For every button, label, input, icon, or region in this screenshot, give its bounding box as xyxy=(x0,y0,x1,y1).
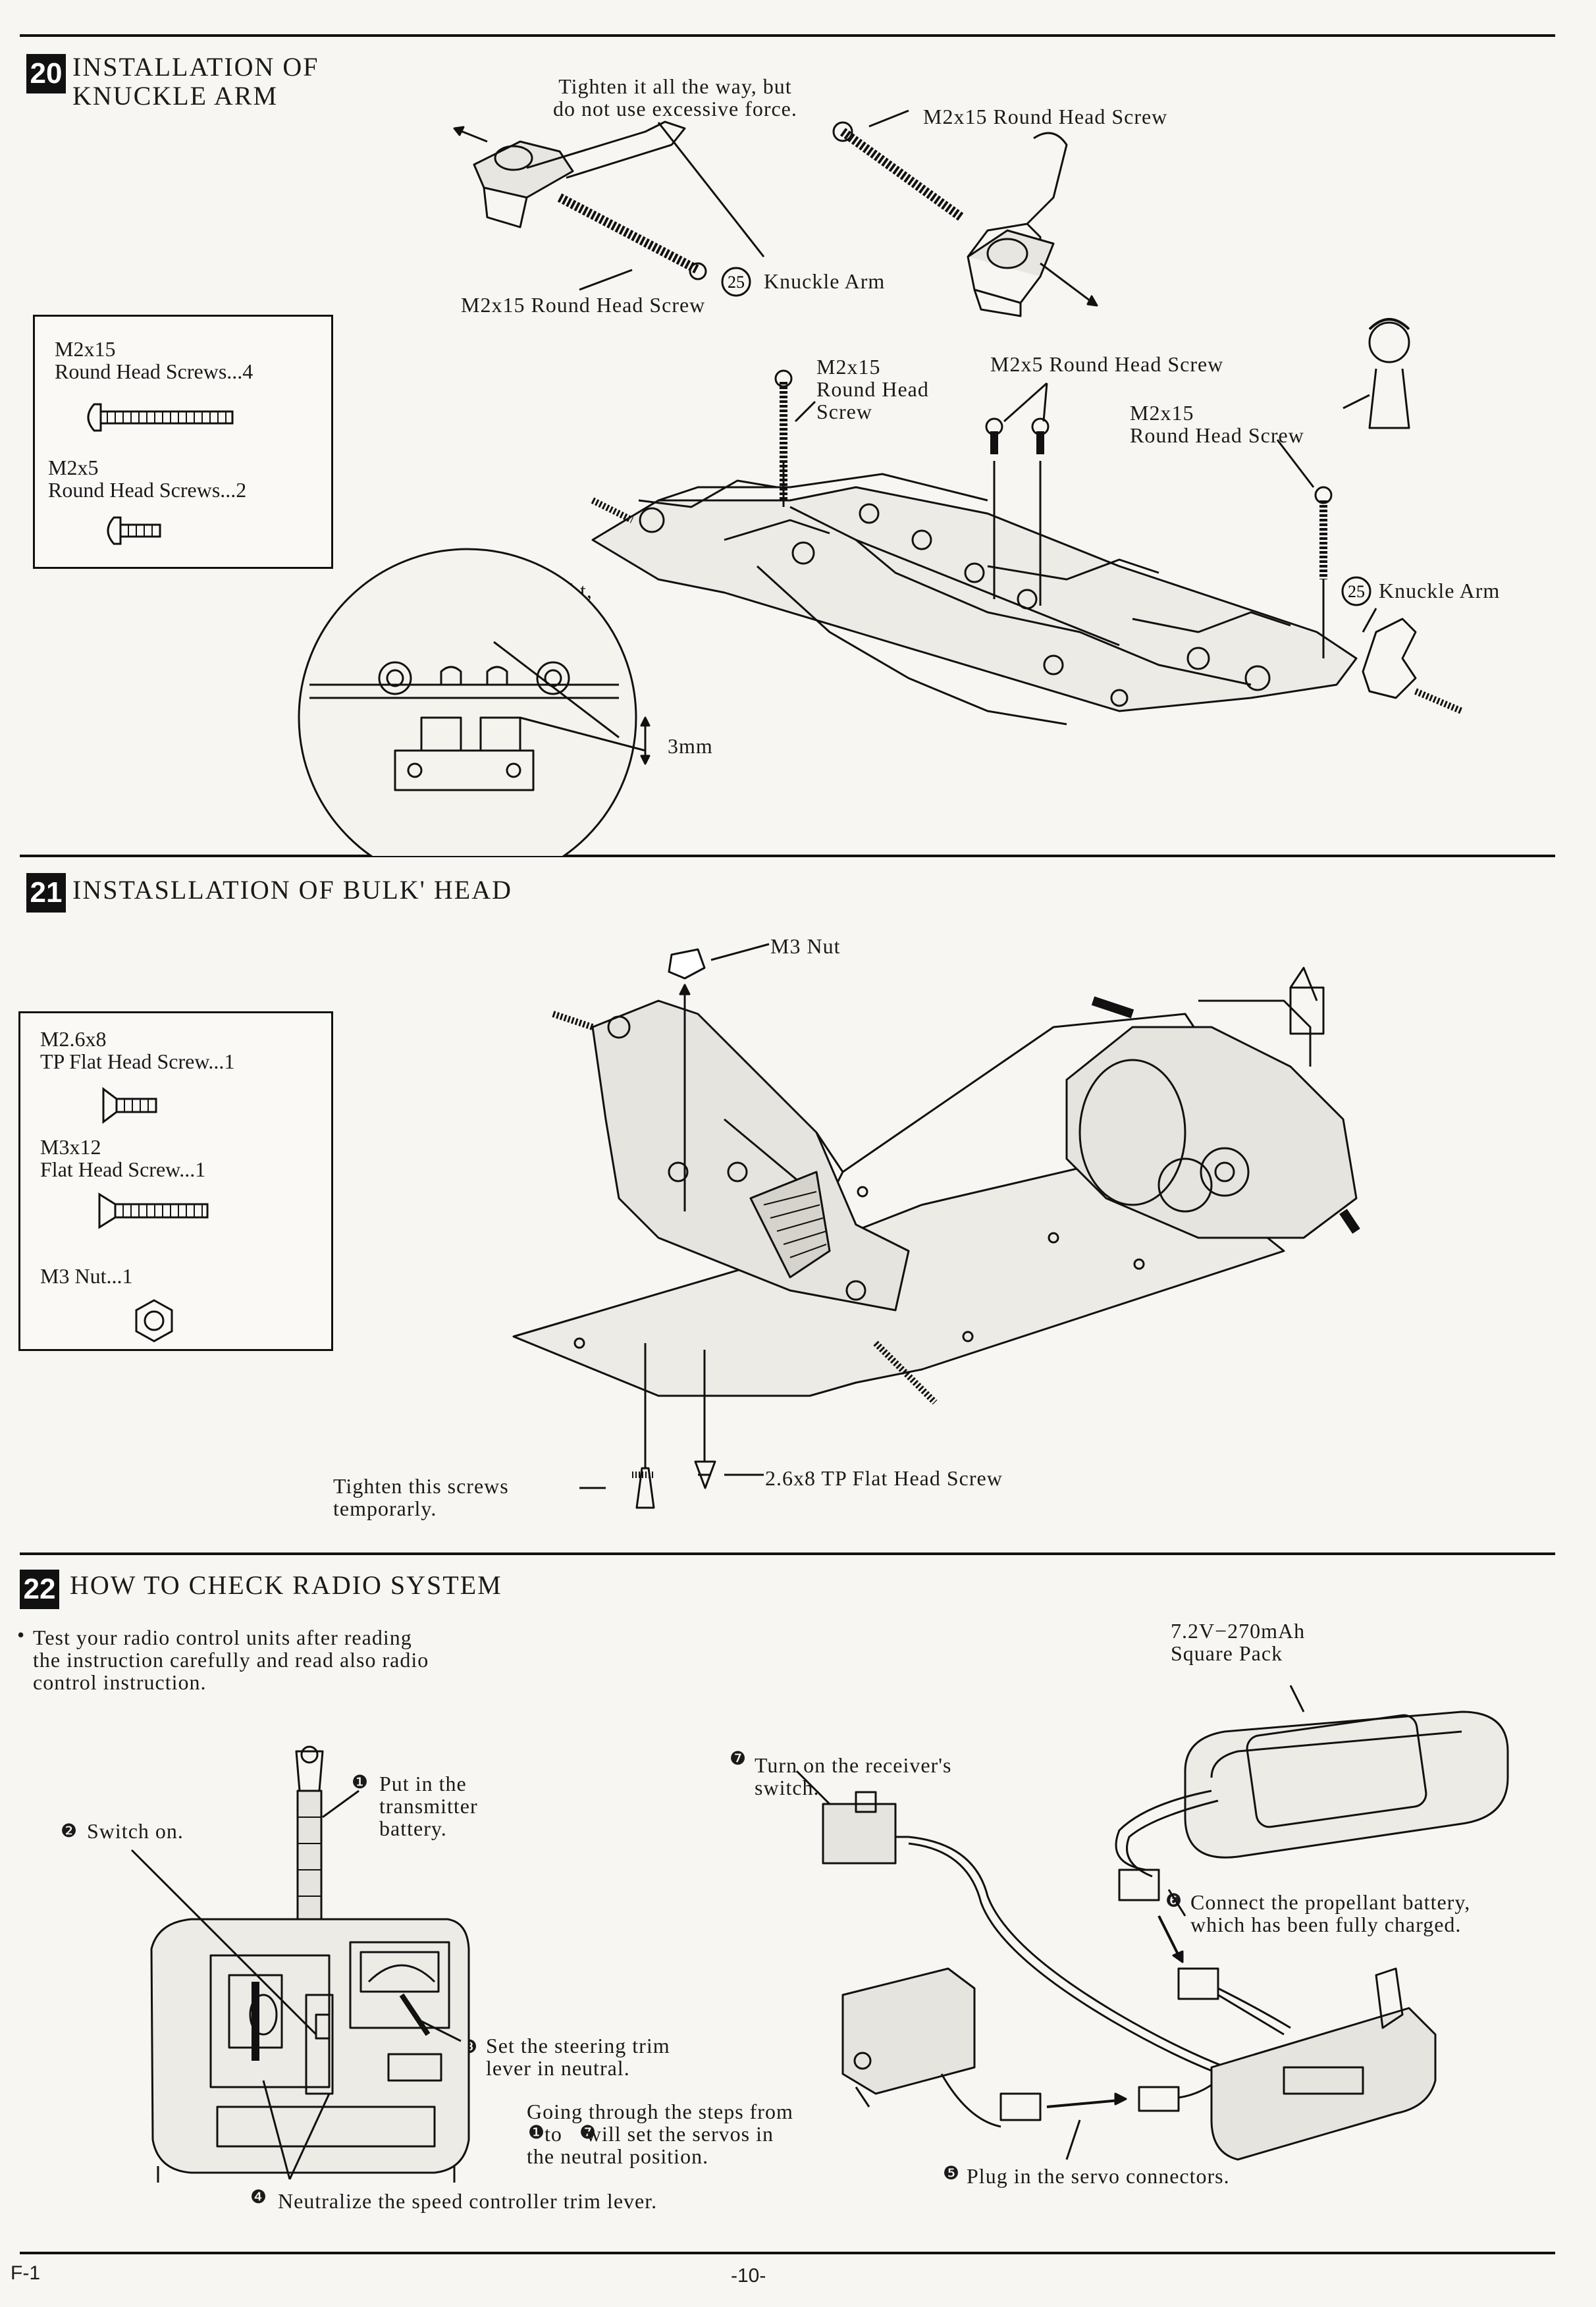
section-22-title: HOW TO CHECK RADIO SYSTEM xyxy=(70,1570,502,1600)
callout-screw-top-right: M2x15 Round Head Screw xyxy=(923,105,1168,128)
going-through-text: Going through the steps from to will set… xyxy=(527,2100,793,2168)
svg-text:25: 25 xyxy=(1348,582,1365,601)
callout-knuckle-right: Knuckle Arm xyxy=(1379,579,1501,602)
step-4-marker: ❹ xyxy=(250,2186,268,2208)
section-20-title: INSTALLATION OF KNUCKLE ARM xyxy=(72,52,319,111)
knuckle-number-25-right: 25 xyxy=(1341,576,1371,606)
screw-long-icon xyxy=(87,403,234,432)
section-21-rule xyxy=(20,855,1555,857)
knuckle-number-25-top: 25 xyxy=(721,267,751,297)
part-m3-nut: M3 Nut...1 xyxy=(40,1264,133,1288)
going-marker-7: ❼ xyxy=(579,2121,597,2143)
footer-left: F-1 xyxy=(11,2262,40,2284)
hex-nut-icon xyxy=(135,1299,173,1342)
callout-m2x15-right: M2x15 Round Head Screw xyxy=(1130,401,1304,447)
step-2-text: Switch on. xyxy=(87,1819,184,1843)
callout-gap-3mm: 3mm xyxy=(668,734,713,758)
step-number-22: 22 xyxy=(20,1570,59,1609)
footer-rule xyxy=(20,2252,1555,2254)
step-3-text: Set the steering trim lever in neutral. xyxy=(486,2034,670,2080)
parts-list-21: M2.6x8 TP Flat Head Screw...1 M3x12 Flat… xyxy=(18,1011,333,1351)
step-7-marker: ❼ xyxy=(730,1747,747,1769)
part-m3x12: M3x12 Flat Head Screw...1 xyxy=(40,1135,206,1181)
callout-m2x5: M2x5 Round Head Screw xyxy=(990,352,1224,376)
step-2-marker: ❷ xyxy=(61,1820,78,1842)
going-marker-1: ❶ xyxy=(528,2121,546,2143)
section-22-rule xyxy=(20,1552,1555,1555)
flat-screw-long-icon xyxy=(98,1192,209,1229)
step-4-text: Neutralize the speed controller trim lev… xyxy=(278,2189,658,2213)
callout-screw-bottom-left: M2x15 Round Head Screw xyxy=(461,293,706,317)
intro-text: Test your radio control units after read… xyxy=(33,1626,429,1694)
svg-text:25: 25 xyxy=(728,273,745,292)
callout-knuckle-top: Knuckle Arm xyxy=(764,269,886,293)
section-20-illustration xyxy=(298,109,1463,856)
step-5-marker: ❺ xyxy=(943,2162,961,2184)
section-22-illustration xyxy=(130,1685,1509,2183)
intro-bullet: • xyxy=(17,1623,26,1647)
top-rule xyxy=(20,34,1555,37)
part-m2x15: M2x15 Round Head Screws...4 xyxy=(55,337,253,383)
battery-label: 7.2V−270mAh Square Pack xyxy=(1171,1619,1306,1665)
step-number-21: 21 xyxy=(26,873,66,913)
part-m2x5: M2x5 Round Head Screws...2 xyxy=(48,456,247,502)
page-number: -10- xyxy=(731,2265,766,2287)
screw-short-icon xyxy=(107,516,161,545)
section-21-title: INSTASLLATION OF BULK' HEAD xyxy=(72,875,512,905)
callout-tighten-temporary: Tighten this screws temporarly. xyxy=(333,1474,509,1520)
section-21-illustration xyxy=(512,943,1360,1509)
callout-tp-screw: 2.6x8 TP Flat Head Screw xyxy=(765,1466,1003,1490)
parts-list-20: M2x15 Round Head Screws...4 M2x5 Round H… xyxy=(33,315,333,569)
step-1-label: ❶ xyxy=(352,1770,375,1793)
step-6-text: Connect the propellant battery, which ha… xyxy=(1190,1890,1471,1936)
tighten-note: Tighten it all the way, but do not use e… xyxy=(553,74,797,120)
callout-round-head-screw: M2x15 Round Head Screw xyxy=(816,355,929,423)
step-number-20: 20 xyxy=(26,54,66,93)
step-7-text: Turn on the receiver's switch. xyxy=(755,1753,952,1799)
flat-screw-short-icon xyxy=(102,1087,157,1124)
callout-m3-nut: M3 Nut xyxy=(770,934,841,958)
step-1-text: Put in the transmitter battery. xyxy=(379,1772,478,1840)
transmitter xyxy=(150,1745,470,2183)
step-1-marker: ❶ xyxy=(352,1771,369,1793)
step-5-text: Plug in the servo connectors. xyxy=(967,2164,1230,2188)
part-m2-6x8: M2.6x8 TP Flat Head Screw...1 xyxy=(40,1027,235,1073)
